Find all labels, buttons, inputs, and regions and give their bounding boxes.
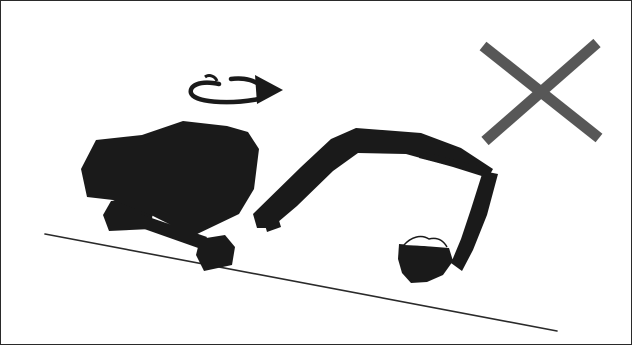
prohibition-cross-icon bbox=[479, 38, 603, 146]
excavator-bucket bbox=[398, 244, 453, 283]
slope-line bbox=[44, 233, 558, 332]
rotation-arrow-icon bbox=[188, 74, 283, 105]
bucket-soil bbox=[403, 235, 448, 248]
excavator-arm bbox=[451, 171, 498, 271]
excavator-track-front bbox=[196, 235, 235, 271]
excavator-cab bbox=[81, 121, 259, 236]
excavator-boom bbox=[253, 128, 493, 228]
excavator-icon bbox=[81, 121, 498, 283]
